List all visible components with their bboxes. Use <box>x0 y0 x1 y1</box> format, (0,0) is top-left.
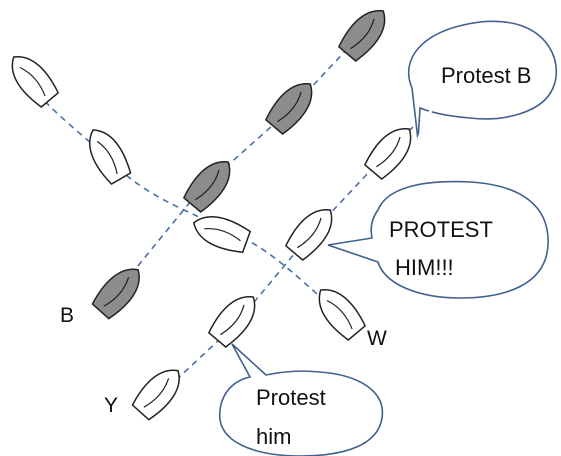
boat-b-3 <box>262 74 323 137</box>
track-w <box>29 84 336 311</box>
boat-y-2 <box>205 287 266 350</box>
callout-protest-him-caps-line2: HIM!!! <box>395 255 454 280</box>
label-b: B <box>60 304 74 327</box>
callout-protest-him-line2: him <box>256 424 291 449</box>
boat-y-3 <box>282 200 343 263</box>
boat-y-1 <box>129 360 190 423</box>
boats-w <box>1 47 369 343</box>
boats-b <box>89 1 396 322</box>
boat-w-4 <box>308 280 369 343</box>
callout-protest-him: Protest him <box>219 343 384 456</box>
boat-b-2 <box>180 152 241 215</box>
callout-protest-b-text: Protest B <box>441 63 531 88</box>
boat-y-4 <box>361 119 422 182</box>
boat-w-1 <box>1 47 62 110</box>
boat-b-1 <box>89 259 150 322</box>
boat-w-2 <box>79 122 135 187</box>
callout-protest-him-caps: PROTEST HIM!!! <box>327 180 549 299</box>
boats-y <box>129 119 422 423</box>
track-b <box>109 29 366 301</box>
label-w: W <box>367 327 387 350</box>
callout-protest-him-caps-line1: PROTEST <box>389 217 493 242</box>
callout-protest-b: Protest B <box>407 20 558 141</box>
label-y: Y <box>104 394 118 417</box>
boat-b-4 <box>335 1 396 64</box>
boat-w-3 <box>188 208 253 257</box>
callout-protest-him-line1: Protest <box>256 385 326 410</box>
